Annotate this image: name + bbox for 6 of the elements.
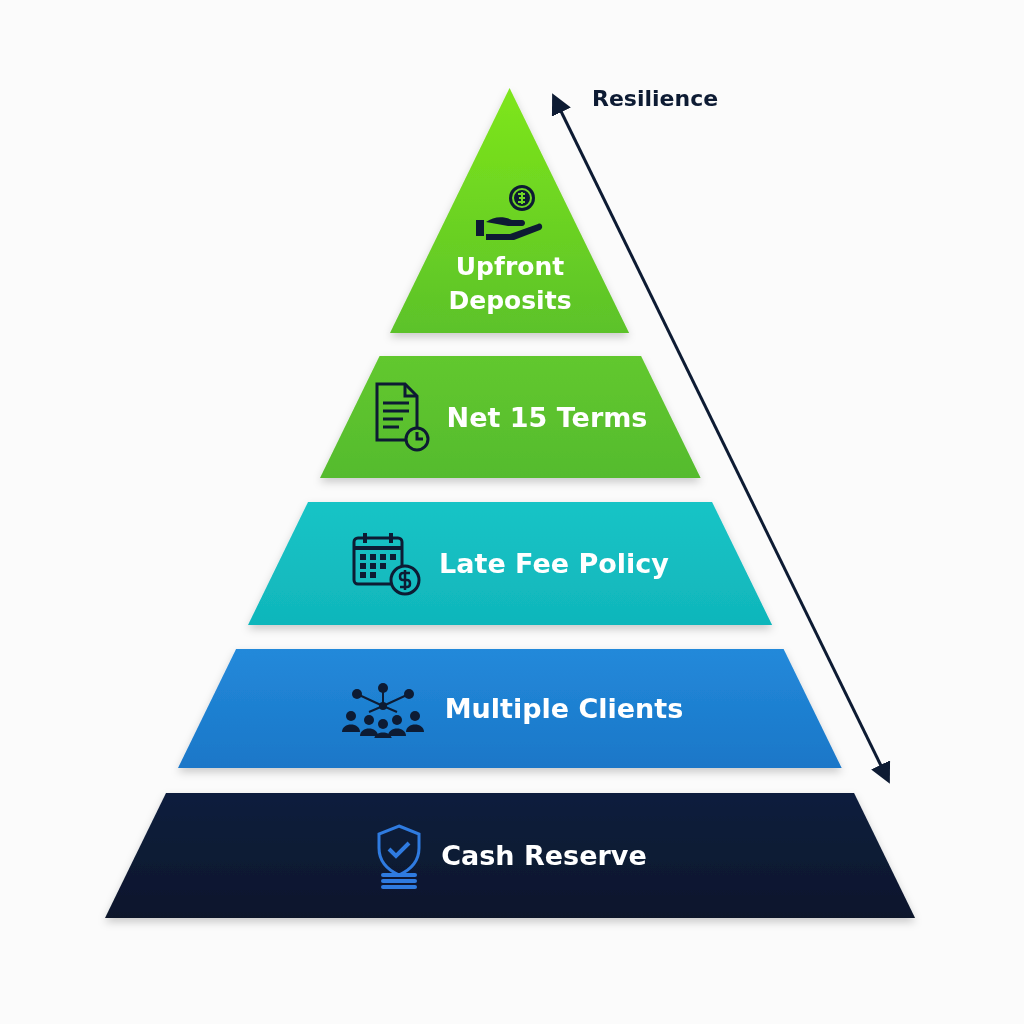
tier-label: Multiple Clients	[444, 693, 684, 724]
tier-label: Cash Reserve	[441, 840, 647, 871]
tier-label: Upfront Deposits	[447, 250, 573, 317]
axis-label: Resilience	[592, 86, 719, 111]
tier-label: Net 15 Terms	[446, 401, 648, 433]
tier-label: Late Fee Policy	[439, 548, 669, 579]
